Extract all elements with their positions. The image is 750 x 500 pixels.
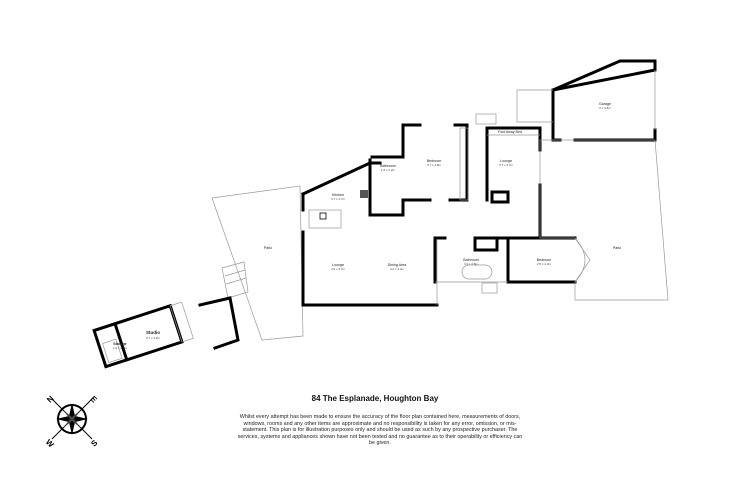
compass-w: W [44, 437, 56, 449]
main-house-walls [301, 113, 586, 307]
room-dim-kitchen: 3.7 x 3.7m [331, 197, 346, 201]
room-dim-storage: 1.6 x 2.7m [113, 346, 128, 350]
garage-outline [552, 59, 657, 92]
room-label-patio-right: Patio [613, 246, 621, 250]
room-label-storage: Storage [113, 342, 126, 346]
patio-right-outline [539, 139, 669, 301]
studio-building [92, 301, 194, 369]
compass-e: E [89, 394, 100, 405]
room-label-bathroom-1: Bathroom [380, 164, 396, 168]
room-dim-lounge-upper: 3.7 x 3.7m [499, 163, 514, 167]
room-dim-lounge: 4.9 x 3.7m [331, 267, 346, 271]
compass-n: N [45, 394, 56, 405]
room-label-bedroom-2: Bedroom [537, 258, 552, 262]
room-label-lounge: Lounge [332, 263, 344, 267]
room-label-bedroom-1: Bedroom [427, 159, 442, 163]
room-label-bathroom-2: Bathroom [463, 258, 479, 262]
room-label-patio-left: Patio [264, 246, 272, 250]
room-dim-studio: 3.7 x 4.6m [146, 336, 161, 340]
room-dim-bathroom-1: 1.8 x 2.2m [381, 168, 396, 172]
room-label-garage: Garage [599, 102, 611, 106]
room-dim-bedroom-1: 3.7 x 4.8m [427, 163, 442, 167]
kitchen-fixtures [308, 127, 469, 229]
room-label-lounge-upper: Lounge [500, 159, 512, 163]
room-label-dining-area: Dining Area [388, 263, 407, 267]
room-label-kitchen: Kitchen [332, 193, 344, 197]
shed-walls [198, 296, 240, 350]
room-label-fold-away-bed: Fold Away Bed [498, 130, 522, 134]
room-label-studio: Studio [146, 330, 160, 335]
compass-s: S [89, 438, 100, 449]
room-dim-bedroom-2: 2.5 x 4.3m [537, 262, 552, 266]
patio-left-outline [211, 185, 304, 341]
room-dim-garage: 6 x 3.8m [599, 106, 611, 110]
patio-steps [221, 261, 249, 299]
disclaimer-text: Whilst every attempt has been made to en… [237, 414, 523, 447]
property-address-title: 84 The Esplanade, Houghton Bay [311, 394, 439, 403]
room-dim-bathroom-2: 3.0 x 2.8m [464, 262, 479, 266]
room-dim-dining-area: 4.2 x 3.4m [390, 267, 405, 271]
